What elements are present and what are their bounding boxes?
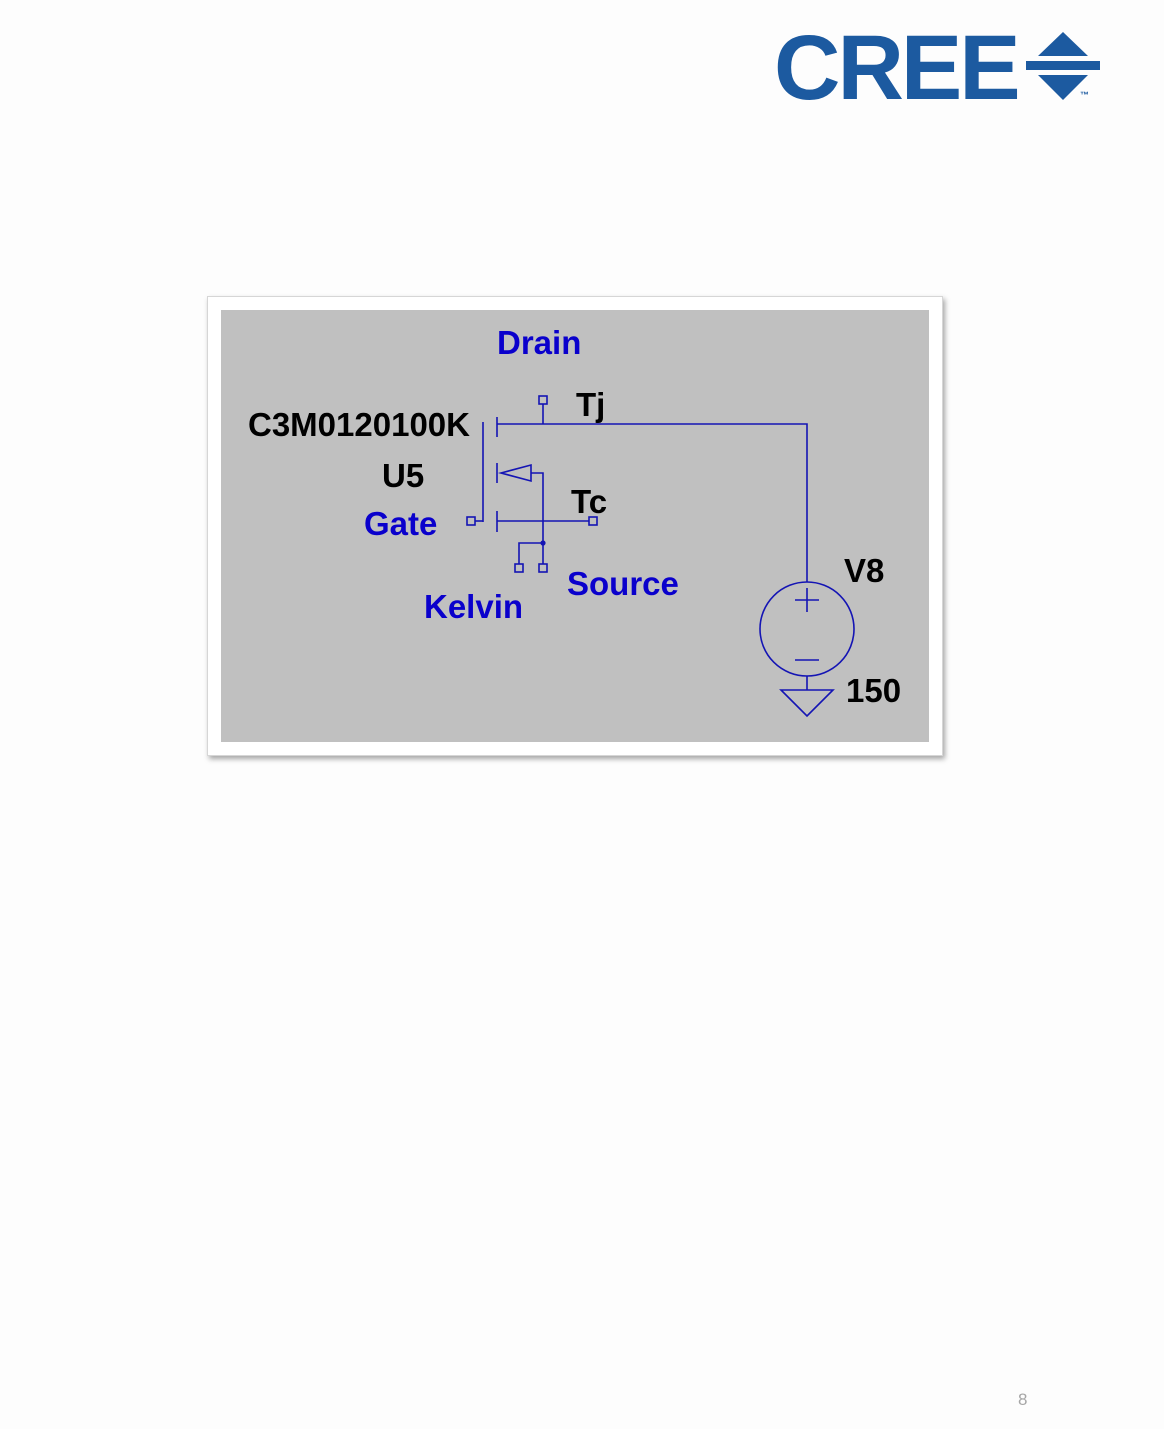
source-pin [538,563,548,573]
schematic-wires [466,395,855,718]
channel-arrow [497,463,532,483]
voltage-source-label: V8 [844,552,885,589]
channel-wire [531,472,544,543]
instance-label: U5 [382,457,425,494]
drain-label: Drain [497,324,582,361]
part-number-label: C3M0120100K [248,406,470,443]
kelvin-label: Kelvin [424,588,524,625]
page-number: 8 [1018,1390,1028,1409]
drain-wire [497,423,808,582]
gate-label: Gate [364,505,438,542]
tj-label: Tj [576,386,606,423]
kelvin-wire [518,542,543,564]
schematic-canvas: Drain Tj C3M0120100K U5 Gate Tc Source K… [221,310,929,742]
source-label: Source [567,565,679,602]
junction-dot [540,540,546,546]
kelvin-pin [514,563,524,573]
schematic-figure-frame: Drain Tj C3M0120100K U5 Gate Tc Source K… [207,296,943,756]
logo-trademark: ™ [1080,90,1089,100]
gate-pin [466,516,476,526]
cree-logo: CREE ™ [774,22,1104,114]
voltage-value-label: 150 [846,672,902,709]
ground-symbol [779,689,835,718]
tc-pin [588,516,598,526]
logo-chevron-icon [1026,32,1100,100]
logo-wordmark: CREE [774,17,1021,119]
tc-label: Tc [571,483,608,520]
tj-pin [538,395,548,405]
